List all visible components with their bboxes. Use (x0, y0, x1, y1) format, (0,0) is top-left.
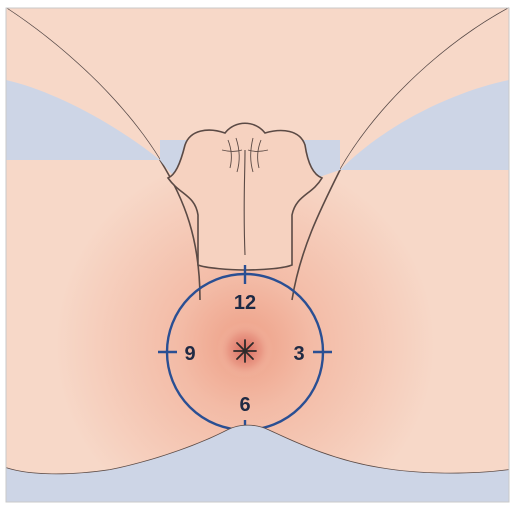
label-3: 3 (293, 343, 304, 365)
label-6: 6 (239, 394, 250, 416)
star-lesion-icon (234, 340, 256, 362)
label-9: 9 (184, 343, 195, 365)
label-12: 12 (234, 292, 256, 314)
